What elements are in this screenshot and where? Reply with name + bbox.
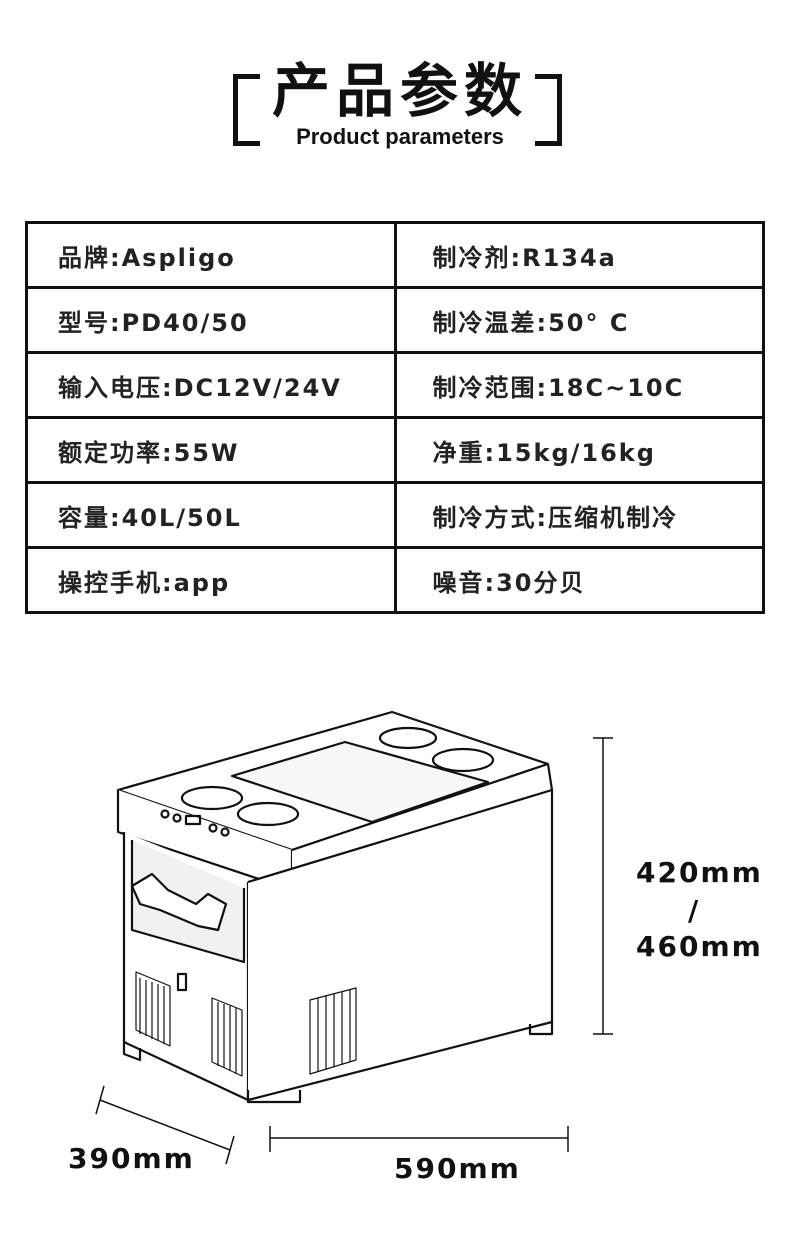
control-button <box>160 809 170 819</box>
spec-cell: 制冷剂:R134a <box>393 221 765 289</box>
key-slot <box>176 972 188 992</box>
spec-cell: 输入电压:DC12V/24V <box>25 351 397 419</box>
height-label-1: 420mm <box>636 856 763 889</box>
depth-label: 390mm <box>68 1142 195 1175</box>
title-english: Product parameters <box>0 124 800 150</box>
cup-holder <box>431 747 495 773</box>
title-english-text: Product parameters <box>286 124 514 149</box>
foot <box>246 1090 302 1104</box>
depth-line <box>99 1099 231 1151</box>
vent-grill-left <box>135 971 243 1077</box>
control-button <box>220 827 230 837</box>
body-right-face <box>247 788 554 1102</box>
spec-cell: 制冷方式:压缩机制冷 <box>393 481 765 549</box>
foot <box>122 1042 142 1062</box>
title-chinese: 产品参数 <box>271 57 528 125</box>
bracket-left <box>233 74 260 146</box>
spec-table: 品牌:Aspligo 制冷剂:R134a 型号:PD40/50 制冷温差:50°… <box>25 221 765 614</box>
spec-cell: 品牌:Aspligo <box>25 221 397 289</box>
table-row: 容量:40L/50L 制冷方式:压缩机制冷 <box>25 481 765 549</box>
lid-panel <box>230 740 490 824</box>
vent-grill-right <box>309 987 357 1075</box>
spec-cell: 净重:15kg/16kg <box>393 416 765 484</box>
spec-cell: 制冷范围:18C~10C <box>393 351 765 419</box>
table-row: 操控手机:app 噪音:30分贝 <box>25 546 765 614</box>
display-panel <box>184 814 202 826</box>
spec-cell: 容量:40L/50L <box>25 481 397 549</box>
width-label: 590mm <box>394 1152 521 1185</box>
side-handle <box>130 872 228 932</box>
height-label-sep: / <box>688 894 701 927</box>
control-button <box>172 813 182 823</box>
height-label-2: 460mm <box>636 930 763 963</box>
foot <box>528 1020 554 1036</box>
section-header: 产品参数 Product parameters <box>0 0 800 190</box>
table-row: 输入电压:DC12V/24V 制冷范围:18C~10C <box>25 351 765 419</box>
cup-holder <box>180 785 244 811</box>
cup-holder <box>378 726 438 750</box>
fridge-line-drawing <box>95 710 613 1165</box>
product-drawing: 420mm / 460mm 390mm 590mm <box>0 690 800 1230</box>
table-row: 额定功率:55W 净重:15kg/16kg <box>25 416 765 484</box>
table-row: 品牌:Aspligo 制冷剂:R134a <box>25 221 765 289</box>
cup-holder <box>236 801 300 827</box>
table-row: 型号:PD40/50 制冷温差:50° C <box>25 286 765 354</box>
spec-cell: 型号:PD40/50 <box>25 286 397 354</box>
spec-cell: 制冷温差:50° C <box>393 286 765 354</box>
spec-cell: 额定功率:55W <box>25 416 397 484</box>
control-button <box>208 823 218 833</box>
spec-cell: 操控手机:app <box>25 546 397 614</box>
spec-cell: 噪音:30分贝 <box>393 546 765 614</box>
bracket-right <box>535 74 562 146</box>
dimension-lines <box>95 737 613 1165</box>
